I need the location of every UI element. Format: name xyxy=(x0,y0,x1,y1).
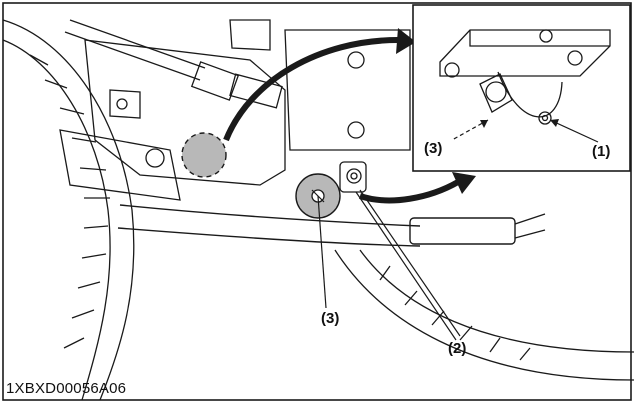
tire-right xyxy=(334,249,634,381)
inset-box xyxy=(412,4,631,172)
callout-inset-1: (1) xyxy=(592,143,611,160)
leader-main-2 xyxy=(359,189,461,337)
hidden-bolt-circle xyxy=(181,132,227,178)
leader-inset-1 xyxy=(549,119,599,143)
arrow-head-top xyxy=(396,28,416,54)
callout-main-3: (3) xyxy=(321,310,340,327)
arrow-head-bottom xyxy=(452,172,476,194)
callout-main-2: (2) xyxy=(448,340,467,357)
pin-2 xyxy=(339,161,367,193)
figure-code: 1XBXD00056A06 xyxy=(6,380,127,397)
tractor-body xyxy=(59,19,411,201)
leader-main-3 xyxy=(317,195,327,309)
callout-inset-3: (3) xyxy=(424,140,443,157)
tire-left xyxy=(2,19,135,401)
arrow-to-inset-bottom xyxy=(359,179,460,204)
inset-bracket xyxy=(439,29,611,125)
arrow-to-inset-top xyxy=(223,37,399,142)
